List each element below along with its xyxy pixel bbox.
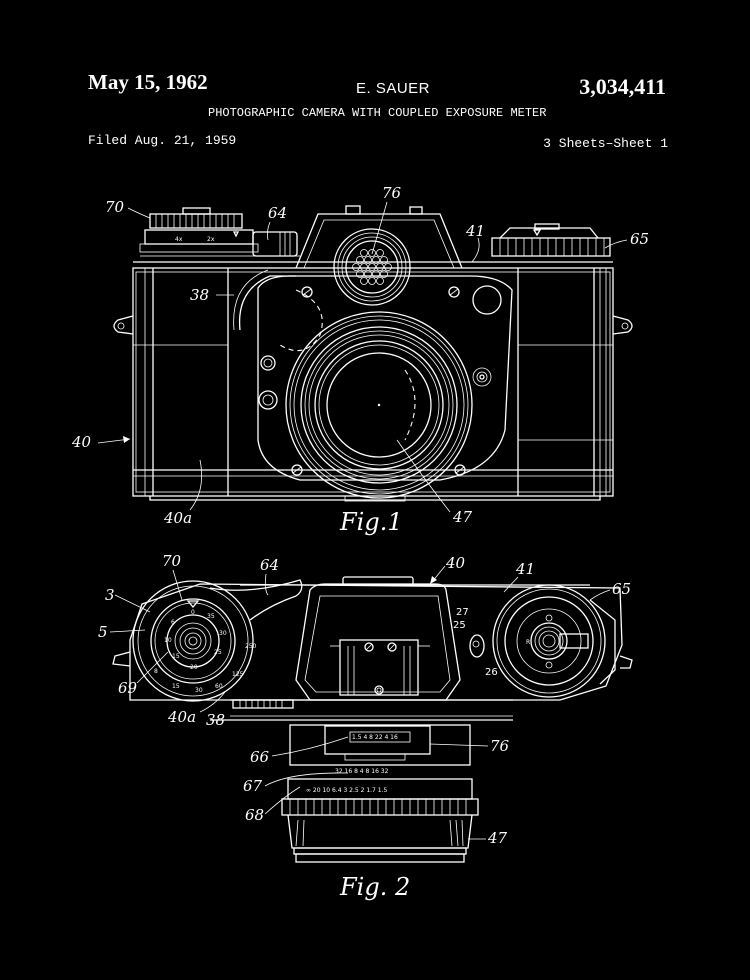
patent-date: May 15, 1962 [88,70,208,94]
ref-5: 5 [98,623,108,641]
ref-40: 40 [71,433,92,451]
svg-text:0: 0 [191,609,195,616]
svg-text:30: 30 [195,687,203,694]
figure-1-caption: Fig.1 [339,508,403,536]
ref-40a: 40a [163,509,192,527]
rewind-mark: R [526,639,530,646]
ref-26: 26 [485,667,498,678]
figure-2-top-view: 0 35 30 25 20 15 10 6 250 125 60 30 15 8 [98,552,633,901]
ref-40a-top: 40a [167,708,196,726]
ref-76-top: 76 [490,737,510,755]
patent-number: 3,034,411 [579,74,666,99]
figure-1-front-view: 4x 2x [71,184,649,536]
svg-text:10: 10 [164,637,172,644]
sheet-count: 3 Sheets–Sheet 1 [543,136,668,151]
patent-title: PHOTOGRAPHIC CAMERA WITH COUPLED EXPOSUR… [208,106,547,120]
svg-text:8: 8 [154,668,158,675]
meter-window-scale: 1.5 4 8 22 4 16 [352,734,398,741]
distance-scale: ∞ 20 10 6.4 3 2.5 2 1.7 1.5 [306,787,388,794]
ref-38: 38 [190,286,209,304]
svg-text:25: 25 [214,649,222,656]
inventor-name: E. SAUER [356,80,431,97]
ref-41-top: 41 [515,560,535,578]
filed-date: Filed Aug. 21, 1959 [88,133,237,148]
ref-68: 68 [245,806,264,824]
ref-3: 3 [105,586,115,604]
ref-69: 69 [118,679,138,697]
ref-64-top: 64 [260,556,279,574]
ref-66: 66 [250,748,270,766]
svg-text:60: 60 [215,683,223,690]
ref-64: 64 [268,204,287,222]
outer-ring-numbers: 250 125 60 30 15 8 [154,643,257,694]
ref-41: 41 [465,222,485,240]
ref-47: 47 [452,508,473,526]
svg-text:35: 35 [207,613,215,620]
ref-27: 27 [456,607,469,618]
ref-70-top: 70 [162,552,182,570]
ref-40-top: 40 [445,554,466,572]
ref-65: 65 [630,230,649,248]
svg-text:30: 30 [219,630,227,637]
ref-25: 25 [453,620,466,631]
ref-65-top: 65 [612,580,631,598]
ref-38-top: 38 [206,711,225,729]
svg-text:125: 125 [232,671,244,678]
svg-text:20: 20 [190,664,198,671]
svg-text:15: 15 [172,653,180,660]
shutter-dial-numbers: 0 35 30 25 20 15 10 6 [164,609,227,671]
ref-67: 67 [243,777,263,795]
ref-47-top: 47 [487,829,508,847]
svg-text:250: 250 [245,643,257,650]
figure-2-caption: Fig. 2 [339,873,410,901]
ref-70: 70 [105,198,125,216]
dial-mark-2x: 2x [207,236,215,243]
ref-76: 76 [382,184,402,202]
svg-text:6: 6 [171,619,175,626]
aperture-scale: 32 16 8 4 8 16 32 [335,768,389,775]
dial-mark-4x: 4x [175,236,183,243]
svg-text:15: 15 [172,683,180,690]
